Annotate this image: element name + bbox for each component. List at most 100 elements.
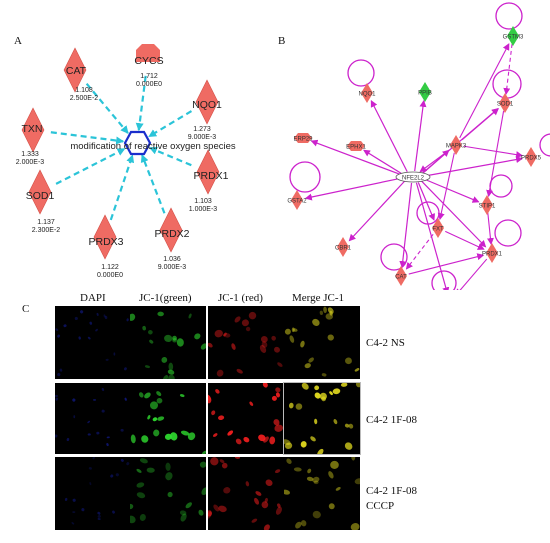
node-nfe2l2[interactable] (395, 171, 431, 183)
node-prdx3[interactable] (93, 214, 117, 260)
col-label-jc1-green: JC-1(green) (139, 292, 192, 304)
node-ppib[interactable] (419, 82, 431, 102)
cell-dapi-3-1 (71, 522, 75, 525)
cell-jc1-red-3-5 (223, 487, 231, 494)
node-label-txn: TXN (22, 123, 43, 135)
cell-jc1-red-2-2 (212, 433, 218, 437)
cell-jc1-green-1-3 (144, 365, 150, 369)
node-gsta2[interactable] (291, 190, 303, 210)
micrograph-jc1-green-row3 (130, 457, 206, 530)
cell-dapi-2-11 (55, 394, 58, 398)
node-label-prdx2: PRDX2 (154, 228, 189, 240)
cell-merge-2-1 (340, 383, 348, 387)
cell-jc1-green-3-6 (198, 509, 204, 516)
cell-jc1-red-2-10 (263, 436, 269, 443)
panel-a-letter: A (14, 35, 22, 47)
node-pval-cat: 2.500E-2 (70, 95, 99, 102)
node-cycs[interactable] (136, 44, 160, 62)
cell-jc1-red-1-16 (271, 335, 276, 341)
cell-merge-1-12 (304, 363, 311, 369)
node-label-gstm3: GSTM3 (503, 35, 524, 41)
node-mapk3[interactable] (450, 135, 462, 155)
cell-dapi-1-11 (57, 334, 61, 338)
cell-jc1-green-1-14 (168, 374, 175, 379)
node-label-fxt: FXT (432, 227, 444, 233)
cell-jc1-red-3-13 (264, 497, 268, 503)
edge-mapk3-fxt (437, 152, 455, 221)
cell-dapi-3-8 (112, 510, 115, 514)
cell-jc1-green-2-12 (147, 415, 151, 420)
node-label-nqo1: NQO1 (358, 92, 376, 98)
node-prdx1[interactable] (196, 149, 220, 195)
cell-dapi-1-13 (87, 336, 91, 340)
node-fxt[interactable] (432, 218, 444, 238)
node-label-ephx1: EPHX1 (346, 145, 366, 151)
cell-jc1-green-2-8 (139, 392, 144, 398)
cell-jc1-green-2-6 (130, 434, 136, 444)
cell-jc1-red-1-13 (231, 343, 236, 350)
node-prdx2[interactable] (159, 207, 183, 253)
node-txn[interactable] (21, 107, 45, 153)
self-loop-nqo1 (347, 59, 375, 87)
cell-jc1-green-3-9 (146, 467, 155, 473)
cell-merge-3-12 (312, 476, 320, 483)
cell-jc1-green-1-8 (161, 357, 168, 363)
edge-prdx1 (149, 146, 192, 167)
node-sod1[interactable] (499, 93, 511, 113)
cell-jc1-red-2-9 (275, 392, 280, 398)
edge-sod1-stip1 (486, 110, 505, 198)
node-pval-txn: 2.000E-3 (16, 159, 45, 166)
micrograph-dapi-row2 (55, 383, 131, 454)
cell-jc1-green-3-0 (130, 503, 134, 510)
self-loop-sod1 (492, 69, 522, 99)
edge-mapk3-sod1 (461, 108, 499, 141)
cell-jc1-green-3-11 (136, 468, 142, 473)
node-fold-cat: 1.108 (75, 87, 93, 94)
cell-jc1-red-1-5 (260, 336, 268, 343)
cell-merge-3-6 (306, 476, 314, 482)
cell-jc1-red-3-2 (218, 505, 227, 513)
node-fold-prdx1: 1.103 (194, 198, 212, 205)
cell-jc1-red-1-15 (214, 329, 223, 338)
row-label-1f08-line1: C4-2 1F-08 (366, 414, 418, 426)
cell-jc1-green-2-3 (149, 401, 159, 410)
cell-dapi-2-14 (96, 431, 100, 435)
edge-sod1 (55, 147, 126, 185)
cell-jc1-green-1-2 (130, 313, 136, 321)
cell-merge-2-8 (284, 442, 293, 449)
node-fold-txn: 1.333 (21, 151, 39, 158)
node-stip1[interactable] (481, 195, 493, 215)
node-gstm3[interactable] (507, 26, 519, 46)
cell-merge-2-15 (314, 385, 320, 391)
cell-merge-2-7 (317, 448, 324, 454)
edge-prdx2 (140, 154, 166, 214)
node-erp29[interactable] (294, 133, 312, 143)
node-prdx1[interactable] (486, 243, 498, 263)
node-cat[interactable] (395, 266, 407, 286)
node-cbr1[interactable] (337, 237, 349, 257)
cell-dapi-1-9 (89, 321, 93, 325)
cell-jc1-red-1-10 (259, 344, 267, 353)
cell-jc1-green-1-15 (200, 343, 206, 350)
node-sod1[interactable] (28, 169, 52, 215)
cell-merge-2-5 (329, 391, 333, 396)
cell-jc1-green-3-1 (199, 461, 206, 468)
cell-jc1-red-2-11 (274, 424, 283, 432)
panel-c-letter: C (22, 303, 30, 315)
cell-jc1-green-1-10 (142, 325, 146, 331)
node-nqo1[interactable] (195, 79, 219, 125)
cell-dapi-3-3 (120, 459, 124, 462)
node-prdx5[interactable] (525, 147, 537, 167)
cell-merge-1-7 (327, 307, 334, 314)
node-nqo1[interactable] (361, 83, 373, 103)
cell-dapi-3-15 (115, 473, 119, 477)
cell-jc1-red-1-0 (245, 326, 251, 332)
node-cat[interactable] (63, 47, 87, 93)
cell-jc1-green-2-11 (157, 416, 165, 421)
micrograph-jc1-red-row3 (208, 457, 284, 530)
node-ephx1[interactable] (347, 141, 365, 151)
cell-merge-2-10 (295, 403, 303, 410)
cell-merge-1-5 (354, 368, 360, 372)
node-label-prdx1: PRDX1 (193, 170, 228, 182)
node-label-sod1: SOD1 (26, 190, 55, 202)
